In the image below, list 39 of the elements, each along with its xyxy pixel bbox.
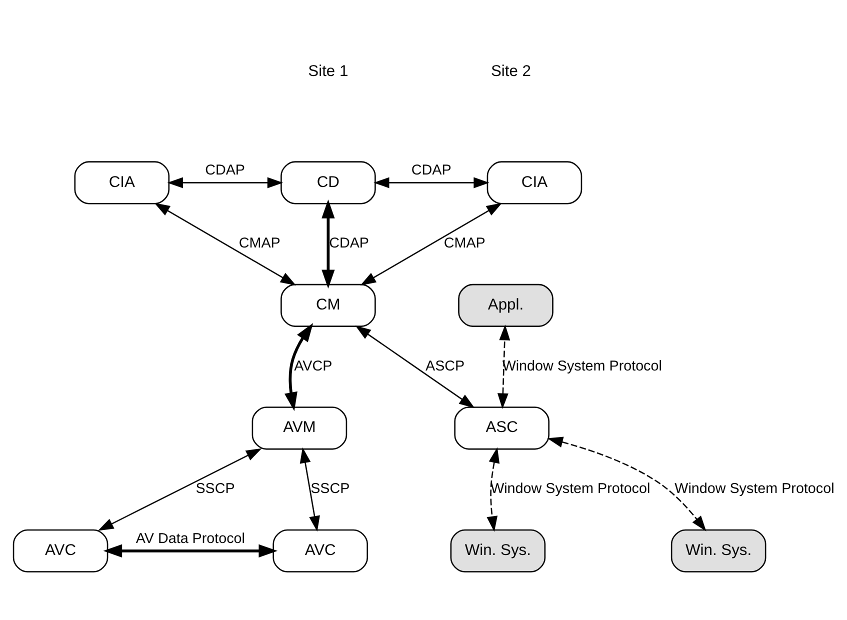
arrow <box>547 436 706 532</box>
edge-label: CDAP <box>411 162 452 179</box>
arrow <box>167 177 284 188</box>
arrow <box>360 202 502 286</box>
node-box: CIA <box>74 161 170 204</box>
node-box: AVC <box>272 529 368 572</box>
edge-label: CMAP <box>444 236 486 252</box>
arrow <box>284 323 314 412</box>
arrow <box>98 448 262 531</box>
edge-label: SSCP <box>196 481 235 498</box>
arrow <box>497 324 510 409</box>
edge-label: Window System Protocol <box>502 358 662 374</box>
edge-label: CDAP <box>205 162 245 179</box>
arrow <box>300 447 320 532</box>
node-box: Appl. <box>458 284 554 327</box>
arrow <box>355 325 475 408</box>
arrow <box>103 544 278 558</box>
node-box: Win. Sys. <box>670 529 766 572</box>
arrow <box>322 200 335 289</box>
edge-label: Window System Protocol <box>674 481 834 498</box>
node-box: CIA <box>486 161 582 204</box>
edge-label: CDAP <box>329 236 370 252</box>
edge-label: ASCP <box>425 358 465 374</box>
node-box: Win. Sys. <box>450 529 546 572</box>
label: Site 2 <box>490 62 531 80</box>
node-box: AVC <box>12 529 108 572</box>
edge-label: Window System Protocol <box>490 481 650 498</box>
node-box: CD <box>280 161 376 204</box>
edge-label: CMAP <box>238 236 280 252</box>
node-box: CM <box>280 284 376 327</box>
arrow <box>486 447 500 532</box>
label: Site 1 <box>308 62 348 80</box>
node-box: ASC <box>454 406 550 450</box>
edge-label: AV Data Protocol <box>136 530 245 547</box>
edge-label: SSCP <box>310 481 350 498</box>
edge-label: AVCP <box>294 358 332 374</box>
arrow <box>374 177 490 188</box>
node-box: AVM <box>252 406 348 450</box>
arrow <box>154 202 296 286</box>
